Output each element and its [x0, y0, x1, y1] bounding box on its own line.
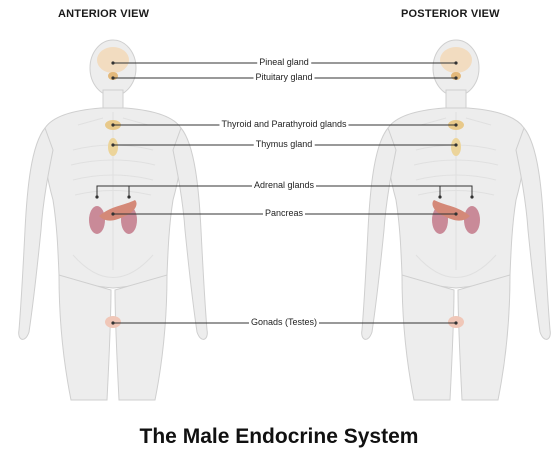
- thymus-shape: [451, 138, 461, 156]
- diagram-title: The Male Endocrine System: [0, 425, 558, 449]
- kidney-right-shape: [464, 206, 480, 234]
- kidney-left-shape: [89, 206, 105, 234]
- posterior-view-heading: POSTERIOR VIEW: [401, 8, 500, 20]
- thymus-gland-label: Thymus gland: [254, 139, 315, 150]
- anterior-figure: [19, 40, 208, 400]
- brain-shape: [97, 47, 129, 73]
- thyroid-parathyroid-label: Thyroid and Parathyroid glands: [219, 119, 348, 130]
- pineal-gland-label: Pineal gland: [257, 57, 311, 68]
- posterior-figure: [362, 40, 551, 400]
- pancreas-label: Pancreas: [263, 208, 305, 219]
- anterior-view-heading: ANTERIOR VIEW: [58, 8, 149, 20]
- thymus-shape: [108, 138, 118, 156]
- brain-shape: [440, 47, 472, 73]
- gonads-label: Gonads (Testes): [249, 317, 319, 328]
- pituitary-gland-label: Pituitary gland: [253, 72, 314, 83]
- adrenal-glands-label: Adrenal glands: [252, 180, 316, 191]
